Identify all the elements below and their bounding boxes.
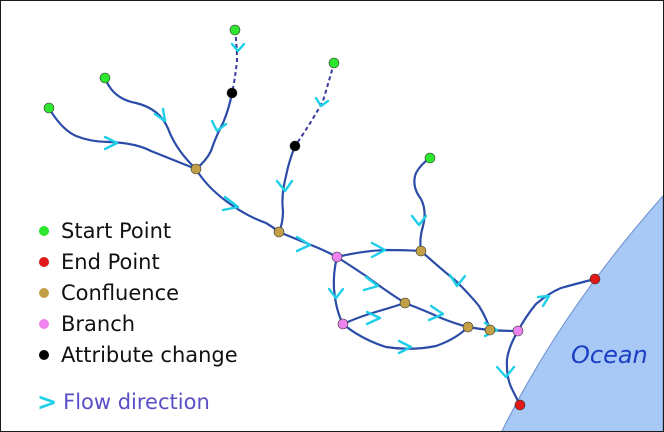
- river-segment: [47, 106, 198, 171]
- dashed-segment: [231, 29, 239, 94]
- legend-label: End Point: [61, 249, 160, 274]
- attribute-change-swatch: [39, 349, 49, 360]
- flow-arrow-icon: [153, 107, 167, 123]
- start-point: [328, 57, 340, 69]
- flow-arrow-icon: [427, 304, 445, 322]
- legend-label: Attribute change: [61, 342, 238, 367]
- legend-item-confluence: Confluence: [37, 277, 238, 308]
- end-point: [589, 273, 601, 285]
- flow-arrow-icon: [221, 195, 240, 212]
- branch-point: [331, 251, 343, 263]
- legend-item-branch: Branch: [37, 308, 238, 339]
- river-segment: [103, 76, 198, 171]
- flow-arrow-icon: [370, 241, 387, 259]
- dashed-segments: [231, 29, 335, 147]
- legend: Start Point End Point Confluence Branch …: [37, 215, 238, 415]
- dashed-segment: [294, 62, 335, 147]
- confluence-point: [190, 163, 202, 175]
- legend-item-start: Start Point: [37, 215, 238, 246]
- end-point: [514, 399, 526, 411]
- legend-item-flow: > Flow direction: [37, 390, 238, 414]
- start-point: [99, 72, 111, 84]
- flow-arrow-icon: [365, 310, 382, 326]
- branch-point: [337, 318, 349, 330]
- flow-arrow-icon: [314, 96, 330, 108]
- flow-arrow-icon: [210, 119, 228, 133]
- flow-arrow-icon: [230, 42, 246, 53]
- attribute-change-point: [289, 140, 301, 152]
- river-segment: [341, 322, 470, 350]
- branch-point: [512, 325, 524, 337]
- confluence-point: [399, 297, 411, 309]
- legend-label: Branch: [61, 311, 136, 336]
- river-segment: [277, 144, 297, 234]
- flow-arrow-icon: [295, 235, 312, 253]
- river-segment: [413, 156, 432, 253]
- start-point: [229, 24, 241, 36]
- river-segment: [194, 91, 234, 171]
- flow-chevron-icon: >: [37, 388, 58, 416]
- start-point-swatch: [39, 225, 49, 236]
- flow-arrow-icon: [327, 287, 345, 300]
- river-segment: [505, 329, 522, 407]
- confluence-swatch: [39, 287, 49, 298]
- confluence-point: [273, 226, 285, 238]
- flow-arrow-icon: [448, 273, 467, 288]
- flow-arrow-icon: [275, 179, 294, 193]
- flow-arrow-icon: [362, 275, 380, 292]
- legend-label: Confluence: [61, 280, 180, 305]
- confluence-point: [462, 321, 474, 333]
- attribute-change-point: [226, 87, 238, 99]
- legend-item-end: End Point: [37, 246, 238, 277]
- ocean-label: Ocean: [571, 341, 648, 369]
- flow-arrow-icon: [495, 365, 516, 379]
- start-point: [43, 102, 55, 114]
- river-segment: [194, 167, 281, 234]
- start-point: [424, 152, 436, 164]
- legend-item-attribute: Attribute change: [37, 339, 238, 370]
- flow-arrow-icon: [410, 214, 428, 227]
- river-segment: [403, 301, 470, 329]
- river-segment: [419, 249, 492, 332]
- legend-label: Start Point: [61, 218, 172, 243]
- ocean-area: [501, 195, 663, 431]
- flow-arrow-icon: [397, 339, 413, 355]
- river-segment: [332, 255, 345, 326]
- nodes: [43, 24, 601, 411]
- river-segment: [516, 277, 597, 333]
- confluence-point: [484, 324, 496, 336]
- legend-label: Flow direction: [63, 390, 210, 414]
- flow-arrow-icon: [536, 294, 551, 308]
- river-segment: [341, 301, 407, 326]
- branch-swatch: [39, 318, 49, 329]
- end-point-swatch: [39, 256, 49, 267]
- flow-arrow-icon: [103, 135, 119, 151]
- confluence-point: [415, 245, 427, 257]
